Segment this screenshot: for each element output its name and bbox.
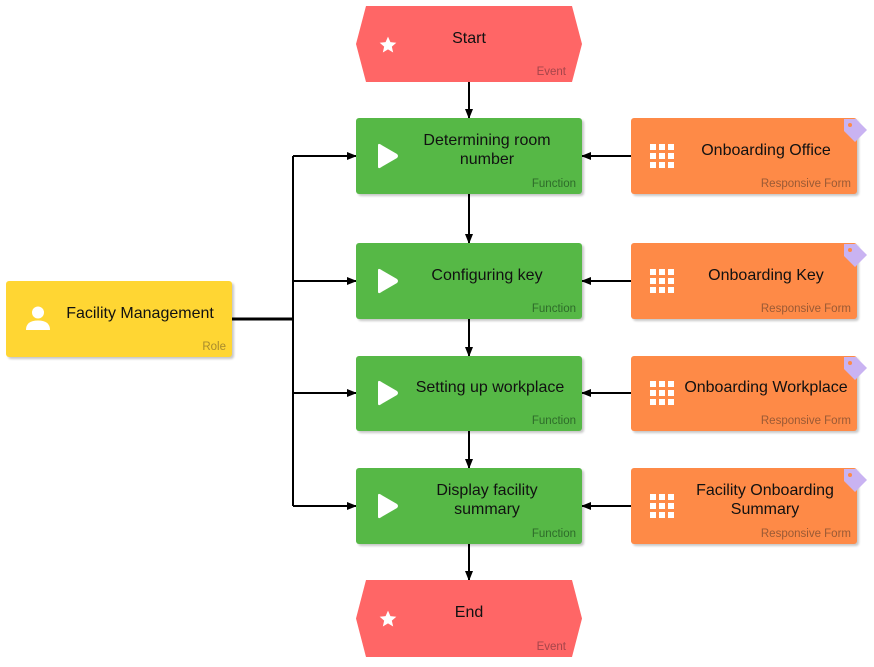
node-type: Function [531,415,576,427]
grid-icon [650,494,674,523]
node-type: Responsive Form [760,178,851,190]
tag-icon [844,244,867,267]
grid-icon [650,381,674,410]
event-label: End [454,604,484,621]
play-icon [375,268,399,299]
node-type: Event [536,641,566,653]
play-icon [375,380,399,411]
form-label: Onboarding Workplace [684,379,848,396]
function-label: Determining room number [423,132,551,168]
node-type: Role [202,341,226,353]
role-edges [232,152,357,510]
node-form3[interactable]: Onboarding Workplace Responsive Form [631,356,867,431]
event-label: Start [452,29,486,47]
node-start[interactable]: Start Event [356,6,582,82]
function-label: Setting up workplace [415,379,565,396]
form-label: Facility Onboarding Summary [696,482,834,518]
node-fn3[interactable]: Setting up workplace Function [356,356,582,431]
form-label: Onboarding Key [708,266,824,284]
form-edges [581,152,631,510]
form-label: Onboarding Office [701,141,831,159]
node-role[interactable]: Facility Management Role [6,281,232,357]
node-type: Responsive Form [760,528,851,540]
event-shape [356,6,582,82]
node-form4[interactable]: Facility Onboarding Summary Responsive F… [631,468,867,544]
tag-icon [844,469,867,492]
function-label: Configuring key [431,266,543,284]
node-type: Function [531,303,576,315]
node-fn2[interactable]: Configuring key Function [356,243,582,319]
node-type: Function [531,528,576,540]
person-icon [26,306,50,335]
node-type: Responsive Form [760,415,851,427]
star-icon [378,35,398,60]
play-icon [375,143,399,174]
tag-icon [844,119,867,142]
node-fn4[interactable]: Display facility summary Function [356,468,582,544]
node-type: Responsive Form [760,303,851,315]
play-icon [375,493,399,524]
node-form2[interactable]: Onboarding Key Responsive Form [631,243,867,319]
grid-icon [650,144,674,173]
event-shape [356,580,582,657]
node-type: Event [536,66,566,78]
node-fn1[interactable]: Determining room number Function [356,118,582,194]
node-type: Function [531,178,576,190]
tag-icon [844,357,867,380]
star-icon [378,609,398,634]
grid-icon [650,269,674,298]
function-label: Display facility summary [436,482,538,518]
node-form1[interactable]: Onboarding Office Responsive Form [631,118,867,194]
role-label: Facility Management [66,304,214,322]
node-end[interactable]: End Event [356,580,582,657]
